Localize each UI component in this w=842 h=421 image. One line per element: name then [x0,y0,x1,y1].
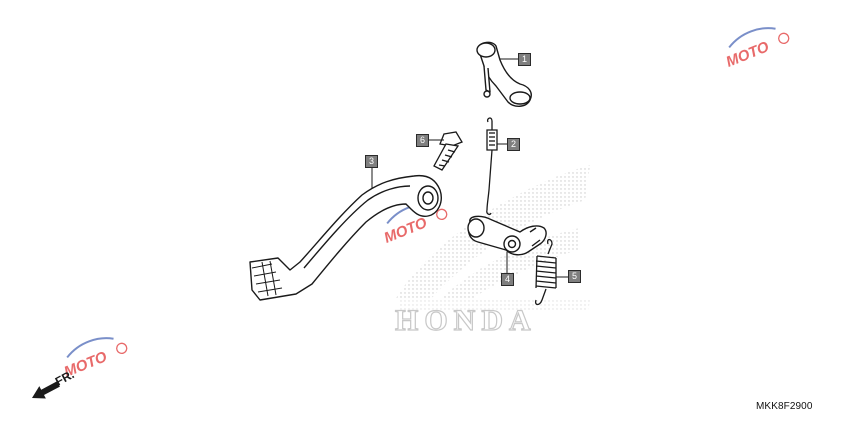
site-watermark-top-right: MOTO [724,27,790,71]
diagram-code: MKK8F2900 [756,401,813,412]
part-6-bolt [433,131,463,171]
callout-6[interactable]: 6 [416,134,429,147]
callout-1[interactable]: 1 [518,53,531,66]
part-3-brake-pedal [249,174,442,301]
part-1-shift-arm [476,41,532,107]
front-direction-arrow [32,381,60,399]
svg-text:MOTO: MOTO [382,214,430,247]
callout-5[interactable]: 5 [568,270,581,283]
callout-4[interactable]: 4 [501,273,514,286]
part-4-pedal-arm [467,215,547,256]
part-5-return-spring [534,238,557,306]
honda-text-watermark: HONDA [395,304,537,337]
part-2-spring-rod [486,117,498,216]
callout-3[interactable]: 3 [365,155,378,168]
svg-text:MOTO: MOTO [724,38,772,71]
callout-2[interactable]: 2 [507,138,520,151]
